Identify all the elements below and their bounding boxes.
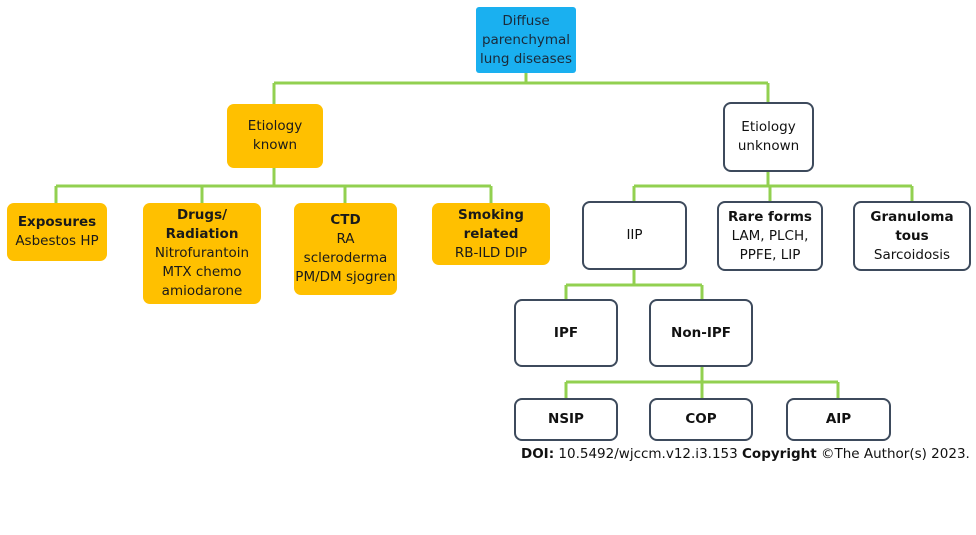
- iip-label: IIP: [626, 227, 643, 243]
- rare-line-2: PPFE, LIP: [739, 246, 801, 263]
- rare-title: Rare forms: [728, 208, 812, 225]
- exposures-title: Exposures: [17, 214, 97, 230]
- drugs-title-line-1: Drugs/: [176, 207, 228, 223]
- drugs-radiation-node: Drugs/ Radiation Nitrofurantoin MTX chem…: [143, 203, 261, 304]
- exposures-text: Asbestos HP: [15, 233, 99, 249]
- iip-node: IIP: [582, 201, 687, 270]
- smoking-related-node: Smoking related RB-ILD DIP: [432, 203, 550, 265]
- aip-node: AIP: [786, 398, 891, 441]
- ctd-line-3: PM/DM sjogren: [295, 269, 396, 285]
- drugs-line-3: amiodarone: [161, 283, 243, 299]
- etiology-unknown-node: Etiology unknown: [723, 102, 814, 172]
- drugs-line-2: MTX chemo: [162, 264, 242, 280]
- granuloma-text: Sarcoidosis: [873, 246, 951, 263]
- drugs-line-1: Nitrofurantoin: [154, 245, 250, 261]
- doi-value: 10.5492/wjccm.v12.i3.153: [554, 446, 743, 462]
- ctd-title: CTD: [330, 212, 361, 228]
- granuloma-title-line-2: tous: [895, 227, 929, 244]
- cop-label: COP: [685, 411, 717, 427]
- known-line-2: known: [252, 137, 298, 153]
- copyright-label: Copyright: [742, 446, 817, 462]
- doi-label: DOI:: [521, 446, 555, 462]
- rare-forms-node: Rare forms LAM, PLCH, PPFE, LIP: [717, 201, 823, 271]
- etiology-known-node: Etiology known: [227, 104, 323, 168]
- smoking-title-line-2: related: [463, 225, 519, 242]
- unknown-line-1: Etiology: [741, 119, 796, 135]
- copyright-text: ©The Author(s) 2023.: [816, 446, 970, 462]
- rare-line-1: LAM, PLCH,: [731, 227, 809, 244]
- ctd-node: CTD RA scleroderma PM/DM sjogren: [294, 203, 397, 295]
- known-line-1: Etiology: [247, 118, 303, 134]
- unknown-line-2: unknown: [737, 138, 800, 154]
- ipf-label: IPF: [553, 324, 579, 341]
- nsip-label: NSIP: [548, 411, 584, 427]
- exposures-node: Exposures Asbestos HP: [7, 203, 107, 261]
- cop-node: COP: [649, 398, 753, 441]
- granuloma-title-line-1: Granuloma: [870, 208, 954, 225]
- smoking-text: RB-ILD DIP: [454, 244, 528, 261]
- root-line-2: parenchymal: [481, 31, 571, 48]
- root-line-3: lung diseases: [479, 50, 573, 67]
- smoking-title-line-1: Smoking: [458, 206, 524, 223]
- aip-label: AIP: [825, 411, 852, 427]
- root-line-1: Diffuse: [502, 12, 550, 29]
- nsip-node: NSIP: [514, 398, 618, 441]
- non-ipf-node: Non-IPF: [649, 299, 753, 367]
- drugs-title-line-2: Radiation: [165, 226, 239, 242]
- root-node-diffuse-parenchymal-lung-diseases: Diffuse parenchymal lung diseases: [476, 7, 576, 73]
- non-ipf-label: Non-IPF: [671, 324, 731, 341]
- ipf-node: IPF: [514, 299, 618, 367]
- ctd-line-2: scleroderma: [303, 250, 388, 266]
- doi-copyright-footer: DOI: 10.5492/wjccm.v12.i3.153 Copyright …: [521, 446, 970, 462]
- ctd-line-1: RA: [336, 231, 355, 247]
- granulomatous-node: Granuloma tous Sarcoidosis: [853, 201, 971, 271]
